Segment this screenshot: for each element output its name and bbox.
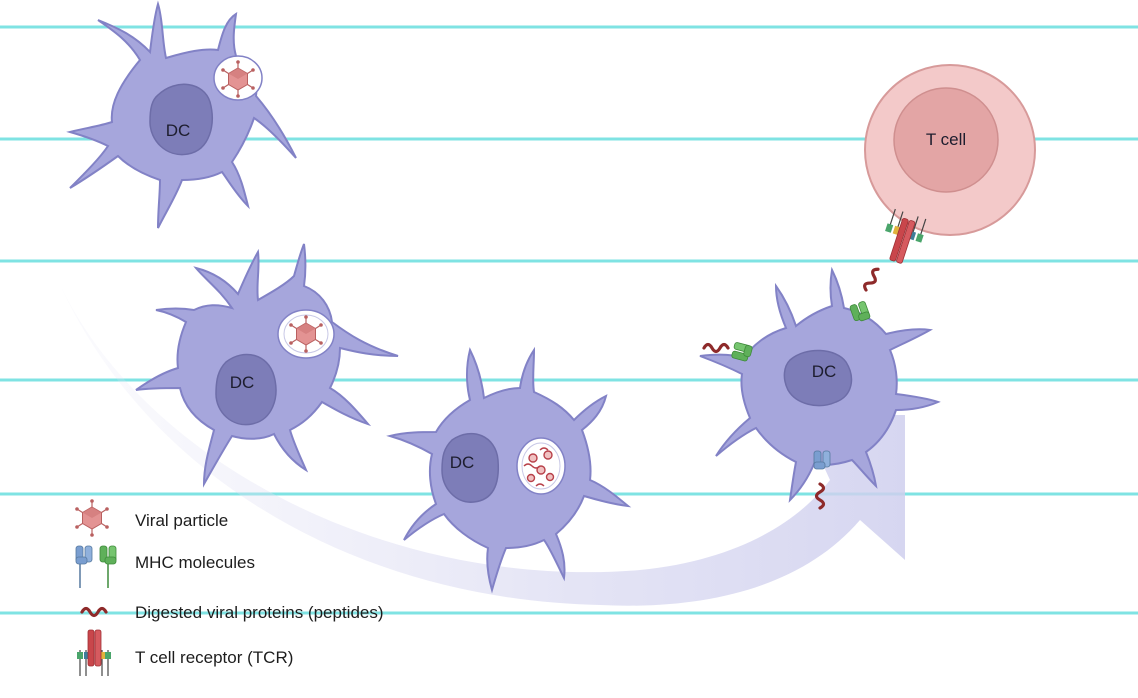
legend-tcr: T cell receptor (TCR): [135, 648, 293, 667]
dendritic-cell-1: DC: [66, 0, 297, 229]
dendritic-cell-3: DC: [386, 346, 632, 594]
dc4-label: DC: [812, 362, 837, 381]
dendritic-cell-4: DC: [699, 265, 941, 510]
peptide-icon: [702, 342, 730, 354]
tcr-legend-icon: [77, 629, 111, 676]
dc3-label: DC: [450, 453, 475, 472]
t-cell: T cell: [864, 64, 1036, 264]
dendritic-cell-2: DC: [135, 243, 399, 488]
legend-peptides: Digested viral proteins (peptides): [135, 603, 384, 622]
legend-viral-particle: Viral particle: [135, 511, 228, 530]
legend-mhc: MHC molecules: [135, 553, 255, 572]
viral-particle-icon: [74, 498, 110, 538]
tcr-icon: [885, 208, 927, 264]
dc1-label: DC: [166, 121, 191, 140]
digested-virus-fragments: [523, 447, 555, 487]
peptide-icon: [861, 265, 883, 294]
legend: Viral particle MHC molecules Digested vi…: [74, 498, 384, 676]
dc2-label: DC: [230, 373, 255, 392]
tcell-label: T cell: [926, 130, 966, 149]
mhc-molecules-icon: [75, 545, 117, 588]
